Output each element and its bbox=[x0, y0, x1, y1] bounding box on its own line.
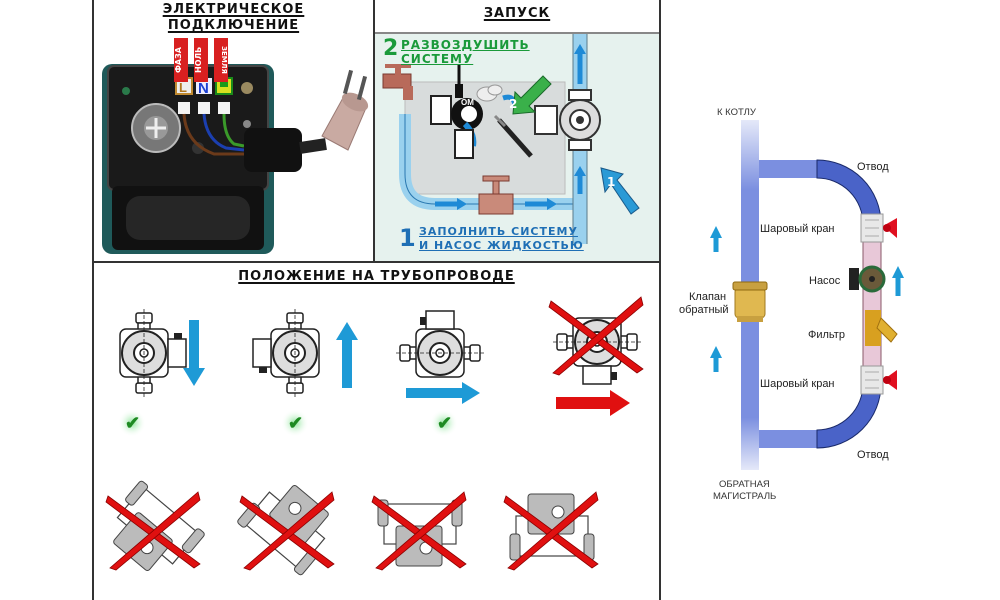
position-forbidden-horizontal-box-down bbox=[552, 317, 642, 385]
step2-text: РАЗВОЗДУШИТЬ СИСТЕМУ bbox=[401, 38, 530, 66]
label-check-valve-2: обратный bbox=[679, 304, 729, 316]
bypass-pipe bbox=[862, 223, 882, 385]
flow-arrow-up-icon bbox=[710, 226, 722, 252]
position-allowed-vertical-down bbox=[119, 308, 187, 398]
step2-text-line2: СИСТЕМУ bbox=[401, 52, 474, 66]
position-panel: ПОЛОЖЕНИЕ НА ТРУБОПРОВОДЕ bbox=[94, 263, 659, 600]
electrical-title-line1: ЭЛЕКТРИЧЕСКОЕ bbox=[162, 2, 305, 17]
label-ball-valve-bottom: Шаровый кран bbox=[760, 378, 835, 390]
terminal-label-phase: ФАЗА bbox=[174, 38, 188, 82]
indicator-led bbox=[122, 87, 130, 95]
position-allowed-horizontal bbox=[395, 310, 485, 378]
terminal-symbol-N: N bbox=[198, 80, 209, 97]
position-illustrations: ✔ ✔ ✔ bbox=[98, 296, 644, 586]
launch-illustration: OM 2 1 bbox=[375, 34, 659, 261]
terminal-label-earth: ЗЕМЛЯ bbox=[214, 38, 228, 82]
launch-title: ЗАПУСК bbox=[483, 6, 551, 21]
svg-text:✔: ✔ bbox=[437, 413, 452, 433]
allowed-check-icon: ✔ bbox=[118, 409, 146, 437]
allowed-check-icon: ✔ bbox=[430, 409, 458, 437]
frame-right-border bbox=[659, 0, 661, 600]
label-ball-valve-top: Шаровый кран bbox=[760, 223, 835, 235]
step2-text-line1: РАЗВОЗДУШИТЬ bbox=[401, 38, 530, 52]
label-pump: Насос bbox=[809, 275, 841, 287]
check-valve-icon bbox=[732, 281, 768, 322]
electrical-title-line2: ПОДКЛЮЧЕНИЕ bbox=[167, 18, 300, 33]
flow-arrow-up-icon bbox=[710, 346, 722, 372]
shutoff-valve-icon bbox=[478, 175, 514, 215]
wire-phase bbox=[182, 113, 244, 156]
label-check-valve-1: Клапан bbox=[689, 291, 726, 303]
svg-text:✔: ✔ bbox=[288, 413, 303, 433]
flow-arrow-down-icon bbox=[183, 320, 205, 386]
step2-number: 2 bbox=[383, 36, 399, 61]
flow-arrow-up-icon bbox=[336, 322, 358, 388]
frame-horizontal-divider bbox=[92, 261, 661, 263]
ball-valve-top-icon bbox=[860, 213, 897, 243]
label-bend-top: Отвод bbox=[857, 161, 889, 173]
branch-top bbox=[759, 160, 817, 178]
power-cable bbox=[299, 138, 327, 154]
position-allowed-vertical-up bbox=[252, 308, 320, 398]
step1-text: ЗАПОЛНИТЬ СИСТЕМУ И НАСОС ЖИДКОСТЬЮ bbox=[419, 225, 584, 253]
svg-text:✔: ✔ bbox=[125, 413, 140, 433]
pump-icon bbox=[534, 89, 601, 151]
bleed-screw-detail-icon: OM bbox=[430, 64, 533, 159]
power-plug bbox=[321, 69, 369, 151]
wire-neutral bbox=[202, 113, 245, 152]
electrical-panel: ЭЛЕКТРИЧЕСКОЕ ПОДКЛЮЧЕНИЕ L N bbox=[94, 0, 373, 261]
electrical-title: ЭЛЕКТРИЧЕСКОЕ ПОДКЛЮЧЕНИЕ bbox=[94, 2, 373, 34]
label-bend-bottom: Отвод bbox=[857, 449, 889, 461]
svg-text:1: 1 bbox=[607, 175, 615, 189]
terminal-label-neutral: НОЛЬ bbox=[194, 38, 208, 82]
step2-arrow: 2 bbox=[509, 75, 552, 115]
label-to-boiler: К КОТЛУ bbox=[717, 107, 757, 118]
launch-title-underline-bar bbox=[375, 32, 659, 34]
step1-number: 1 bbox=[399, 224, 416, 252]
faucet-icon bbox=[382, 64, 413, 100]
frame-middle-divider bbox=[373, 0, 375, 262]
label-filter: Фильтр bbox=[808, 329, 845, 341]
label-return-line-2: МАГИСТРАЛЬ bbox=[713, 491, 776, 502]
branch-bottom bbox=[759, 430, 817, 448]
filter-icon bbox=[865, 310, 898, 346]
flow-arrow-up-icon bbox=[892, 266, 904, 296]
flow-arrow-right-icon bbox=[406, 382, 480, 404]
launch-panel: ЗАПУСК bbox=[375, 0, 659, 261]
ball-valve-bottom-icon bbox=[860, 365, 897, 395]
label-return-line-1: ОБРАТНАЯ bbox=[719, 479, 770, 490]
step1-text-line2: И НАСОС ЖИДКОСТЬЮ bbox=[419, 239, 584, 252]
step1-text-line1: ЗАПОЛНИТЬ СИСТЕМУ bbox=[419, 225, 578, 238]
installation-scheme: К КОТЛУ Отвод Шаровый кран Насос Клапан … bbox=[661, 0, 1000, 600]
wire-earth bbox=[222, 113, 245, 148]
step1-arrow: 1 bbox=[600, 167, 640, 215]
electrical-illustration: L N bbox=[102, 64, 369, 254]
terminal-symbol-L: L bbox=[179, 80, 187, 95]
svg-text:2: 2 bbox=[509, 97, 517, 111]
cable-gland bbox=[244, 128, 302, 172]
terminal-N bbox=[196, 78, 212, 94]
pump-icon bbox=[849, 265, 886, 293]
flow-arrow-right-red-icon bbox=[556, 390, 630, 416]
position-title: ПОЛОЖЕНИЕ НА ТРУБОПРОВОДЕ bbox=[238, 269, 515, 284]
allowed-check-icon: ✔ bbox=[281, 409, 309, 437]
position-forbidden-motor-up bbox=[509, 493, 595, 561]
frame-left-border bbox=[92, 0, 94, 600]
svg-text:OM: OM bbox=[461, 98, 474, 107]
